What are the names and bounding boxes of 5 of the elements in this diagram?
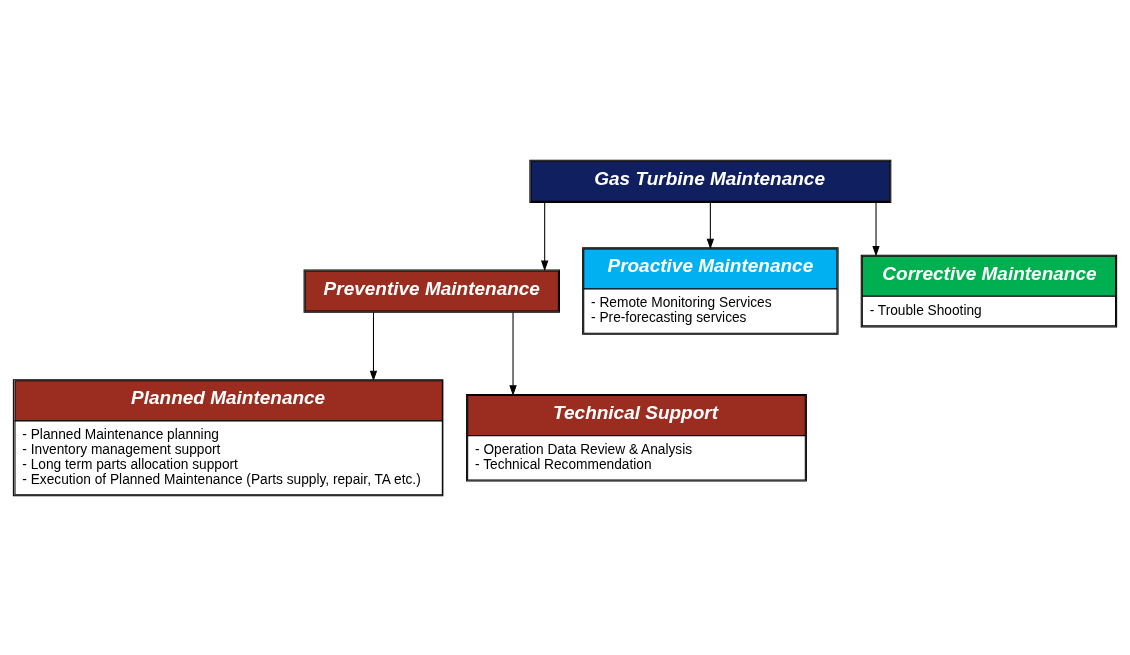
arrow — [872, 201, 880, 256]
arrow — [541, 201, 549, 271]
arrow — [706, 201, 715, 249]
arrow — [509, 311, 517, 396]
arrow — [369, 311, 378, 381]
